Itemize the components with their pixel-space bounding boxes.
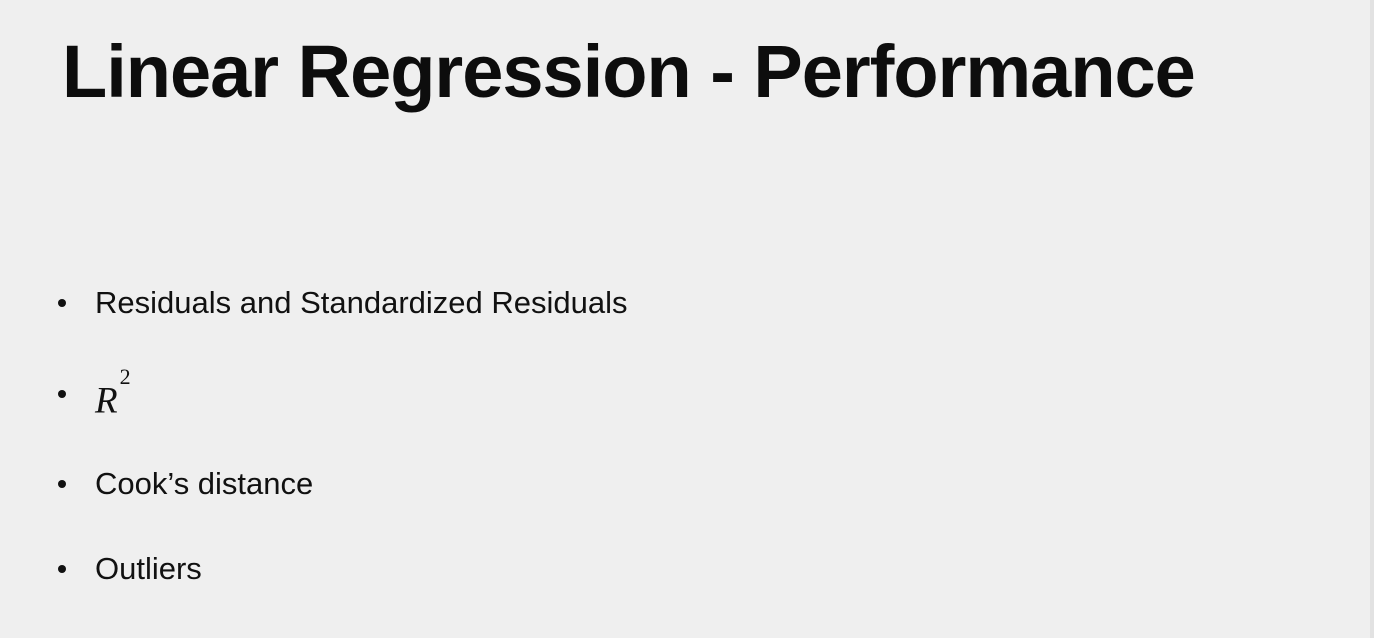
bullet-text: Cook’s distance — [95, 466, 314, 501]
r-squared-formula: R2 — [95, 364, 131, 426]
slide-title: Linear Regression - Performance — [62, 30, 1196, 113]
bullet-text: Residuals and Standardized Residuals — [95, 285, 628, 320]
slide-edge — [1370, 0, 1374, 638]
bullet-icon — [58, 390, 66, 398]
bullet-icon — [58, 565, 66, 573]
bullet-text: Outliers — [95, 551, 202, 586]
bullet-icon — [58, 299, 66, 307]
formula-base: R — [95, 380, 118, 422]
bullet-icon — [58, 480, 66, 488]
formula-superscript: 2 — [119, 364, 131, 389]
